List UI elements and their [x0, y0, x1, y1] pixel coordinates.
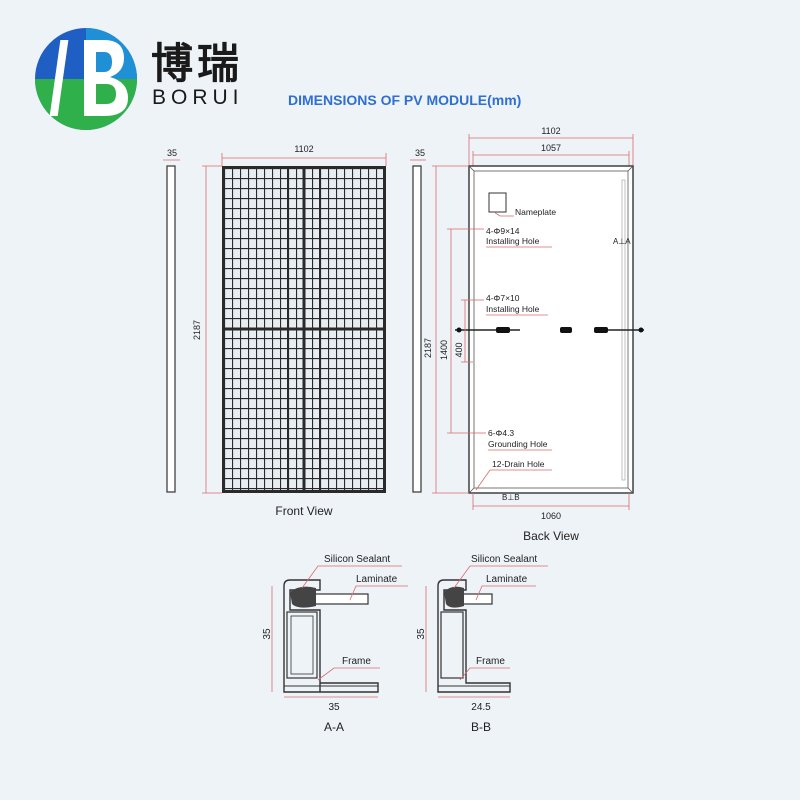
section-a-a: Silicon Sealant Laminate Frame 35 35 A-A: [262, 554, 408, 734]
back-side-thickness-label: 35: [415, 148, 425, 158]
installing-hole-1-spec: 4-Φ9×14: [486, 226, 520, 236]
connector-right: [594, 327, 608, 333]
ground-spacing-label: 400: [454, 342, 464, 357]
section-b-b: Silicon Sealant Laminate Frame 35 24.5 B…: [416, 554, 548, 734]
section-a-laminate-label: Laminate: [356, 574, 398, 585]
back-inner-width-label: 1057: [541, 143, 561, 153]
hole-spacing-label: 1400: [439, 340, 449, 360]
section-a-sealant-label: Silicon Sealant: [324, 554, 390, 565]
section-a-width-label: 35: [328, 702, 340, 713]
back-height-label: 2187: [423, 338, 433, 358]
section-a-frame-label: Frame: [342, 656, 371, 667]
front-side-profile: [166, 165, 176, 493]
installing-hole-1-label: Installing Hole: [486, 236, 540, 246]
section-b-height-label: 35: [416, 628, 427, 640]
back-view-caption: Back View: [523, 529, 579, 543]
front-side-thickness-label: 35: [167, 148, 177, 158]
front-view-caption: Front View: [275, 504, 332, 518]
section-b-sealant-label: Silicon Sealant: [471, 554, 537, 565]
junction-box-icon: [560, 327, 572, 333]
section-a-marker: A⊥A: [613, 237, 631, 246]
grounding-spec: 6-Φ4.3: [488, 428, 514, 438]
brand-logo-icon: [35, 28, 137, 130]
diagram-title: DIMENSIONS OF PV MODULE(mm): [288, 92, 522, 108]
sealant-a: [290, 586, 316, 608]
section-b-caption: B-B: [471, 720, 491, 734]
section-a-height-label: 35: [262, 628, 273, 640]
brand-name-chinese: 博瑞: [151, 39, 244, 88]
section-b-marker: B⊥B: [502, 493, 520, 502]
nameplate-label: Nameplate: [515, 207, 556, 217]
front-width-label: 1102: [294, 144, 313, 154]
back-view: 35 1102 1057 Nameplate 4-Φ9×14 Installin…: [410, 126, 644, 543]
section-b-width-label: 24.5: [471, 702, 491, 713]
front-height-label: 2187: [192, 320, 202, 340]
back-bottom-width-label: 1060: [541, 511, 561, 521]
nameplate-box: [488, 192, 507, 213]
section-b-frame-label: Frame: [476, 656, 505, 667]
sealant-b: [444, 586, 464, 608]
front-view: 35 1102 2187 Front View: [163, 144, 387, 518]
grounding-label: Grounding Hole: [488, 439, 548, 449]
section-a-caption: A-A: [324, 720, 344, 734]
drain-hole-label: 12-Drain Hole: [492, 459, 545, 469]
installing-hole-2-label: Installing Hole: [486, 304, 540, 314]
back-overall-width-label: 1102: [541, 126, 560, 136]
section-b-laminate-label: Laminate: [486, 574, 528, 585]
back-side-profile: [412, 165, 422, 493]
frame-b-outline: [437, 579, 511, 693]
installing-hole-2-spec: 4-Φ7×10: [486, 293, 520, 303]
connector-left: [496, 327, 510, 333]
brand-name-english: BORUI: [152, 86, 244, 109]
